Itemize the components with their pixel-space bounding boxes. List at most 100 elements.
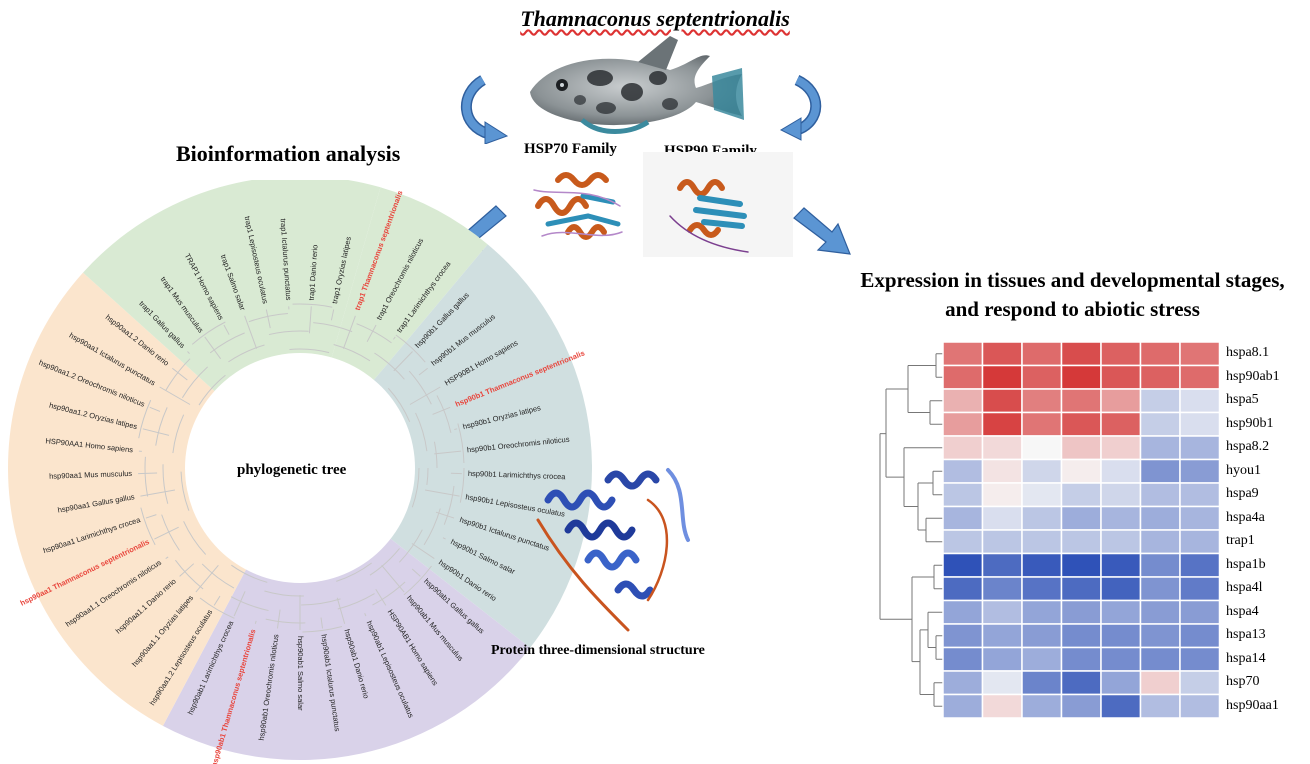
tree-branch (265, 309, 271, 329)
heatmap-cell (1060, 646, 1102, 672)
tree-branch (366, 324, 377, 342)
heatmap-cell (1100, 623, 1142, 649)
tree-branch (154, 526, 179, 540)
heatmap-cell (981, 505, 1023, 531)
heatmap-cell (942, 364, 984, 390)
tree-leaf-label: hsp90ab1 Salmo salar (296, 636, 305, 711)
tree-internal-arc (144, 312, 456, 624)
heatmap-cell (1139, 364, 1181, 390)
heatmap-cell (1100, 435, 1142, 461)
arrow-to-heatmap (793, 207, 851, 255)
tree-branch (320, 617, 324, 629)
heatmap-row-label: hspa14 (1226, 650, 1266, 666)
heatmap-cell (1179, 388, 1221, 414)
heatmap-cell (1060, 388, 1102, 414)
heatmap-cell (942, 693, 984, 719)
heatmap-cell (942, 435, 984, 461)
heatmap-cell (1179, 670, 1221, 696)
heatmap-cell (942, 482, 984, 508)
tree-branch (244, 315, 258, 349)
heatmap-cell (942, 458, 984, 484)
heatmap-cell (1021, 458, 1063, 484)
tree-internal-arc (162, 330, 438, 606)
heatmap-cell (1021, 435, 1063, 461)
heatmap-cell (1139, 623, 1181, 649)
heatmap-cell (981, 599, 1023, 625)
heatmap-cell (1060, 693, 1102, 719)
heatmap-cell (1100, 552, 1142, 578)
tree-branch (432, 406, 451, 415)
heatmap-cell (1179, 623, 1221, 649)
heatmap-cell (1139, 411, 1181, 437)
tree-branch (411, 543, 435, 560)
fish-photo (530, 36, 744, 134)
heatmap-cell (1060, 505, 1102, 531)
heatmap-cell (981, 623, 1023, 649)
heatmap-cell (1139, 576, 1181, 602)
heatmap-cell (1100, 364, 1142, 390)
heatmap-cell (942, 623, 984, 649)
tree-branch (375, 589, 387, 606)
tree-sector (8, 272, 300, 726)
heatmap-cell (1021, 342, 1063, 367)
heatmap-row-label: trap1 (1226, 533, 1255, 548)
tree-branch (424, 489, 460, 497)
heatmap-cell (1021, 623, 1063, 649)
heatmap-cell (1179, 458, 1221, 484)
heatmap-cell (1100, 458, 1142, 484)
heatmap-cell (981, 458, 1023, 484)
tree-leaf-label: hsp90b1 Larimichthys crocea (468, 469, 567, 481)
heatmap-cell (1060, 576, 1102, 602)
heatmap-cell (1179, 646, 1221, 672)
heatmap-cell (1060, 670, 1102, 696)
heatmap-cell (942, 411, 984, 437)
tree-branch (381, 564, 405, 593)
curved-arrow-left (461, 75, 509, 144)
heatmap-cell (1021, 552, 1063, 578)
heatmap-cell (981, 342, 1023, 367)
heatmap-cell (942, 342, 984, 367)
tree-branch (411, 568, 421, 577)
heatmap-row-label: hyou1 (1226, 462, 1261, 478)
tree-internal-arc (171, 339, 429, 597)
heatmap-cell (1100, 670, 1142, 696)
tree-branch (233, 591, 246, 617)
heatmap-cell (1021, 364, 1063, 390)
heatmap-cell (1139, 599, 1181, 625)
tree-internal-arc (135, 303, 465, 633)
heatmap-cell (981, 388, 1023, 414)
tree-branch (330, 309, 335, 321)
heatmap-cell (1100, 599, 1142, 625)
heatmap-cell (1021, 482, 1063, 508)
heatmap-cell (981, 552, 1023, 578)
expression-heading: Expression in tissues and developmental … (835, 266, 1310, 324)
heatmap-cell (1021, 599, 1063, 625)
heatmap-row-label: hsp90aa1 (1226, 697, 1279, 713)
tree-branch (172, 367, 188, 381)
heatmap-cell (1060, 435, 1102, 461)
hsp90-structure (669, 179, 749, 253)
tree-leaf-label: trap1 Danio rerio (307, 244, 320, 300)
heatmap-cell (1139, 435, 1181, 461)
heatmap-cell (1139, 388, 1181, 414)
tree-branch (393, 351, 413, 372)
heatmap-row-label: hspa4l (1226, 580, 1263, 595)
hsp70-family-label: HSP70 Family (524, 141, 617, 157)
heatmap-cell (1060, 623, 1102, 649)
heatmap-cell (1021, 693, 1063, 719)
heatmap-cell (1100, 342, 1142, 367)
heatmap-cell (981, 693, 1023, 719)
tree-branch (140, 489, 176, 497)
tree-leaf-label: hsp90aa1 Mus musculus (49, 469, 132, 481)
heatmap-cell (1021, 529, 1063, 555)
heatmap-cell (981, 670, 1023, 696)
heatmap-cell (1100, 411, 1142, 437)
protein-structure-label: Protein three-dimensional structure (491, 643, 705, 658)
expression-heatmap (879, 342, 1221, 719)
tree-sector (300, 244, 592, 648)
tree-branch (223, 324, 230, 335)
hsp70-structure (533, 172, 623, 240)
heatmap-cell (1179, 552, 1221, 578)
heatmap-cell (981, 529, 1023, 555)
tree-branch (409, 386, 441, 405)
